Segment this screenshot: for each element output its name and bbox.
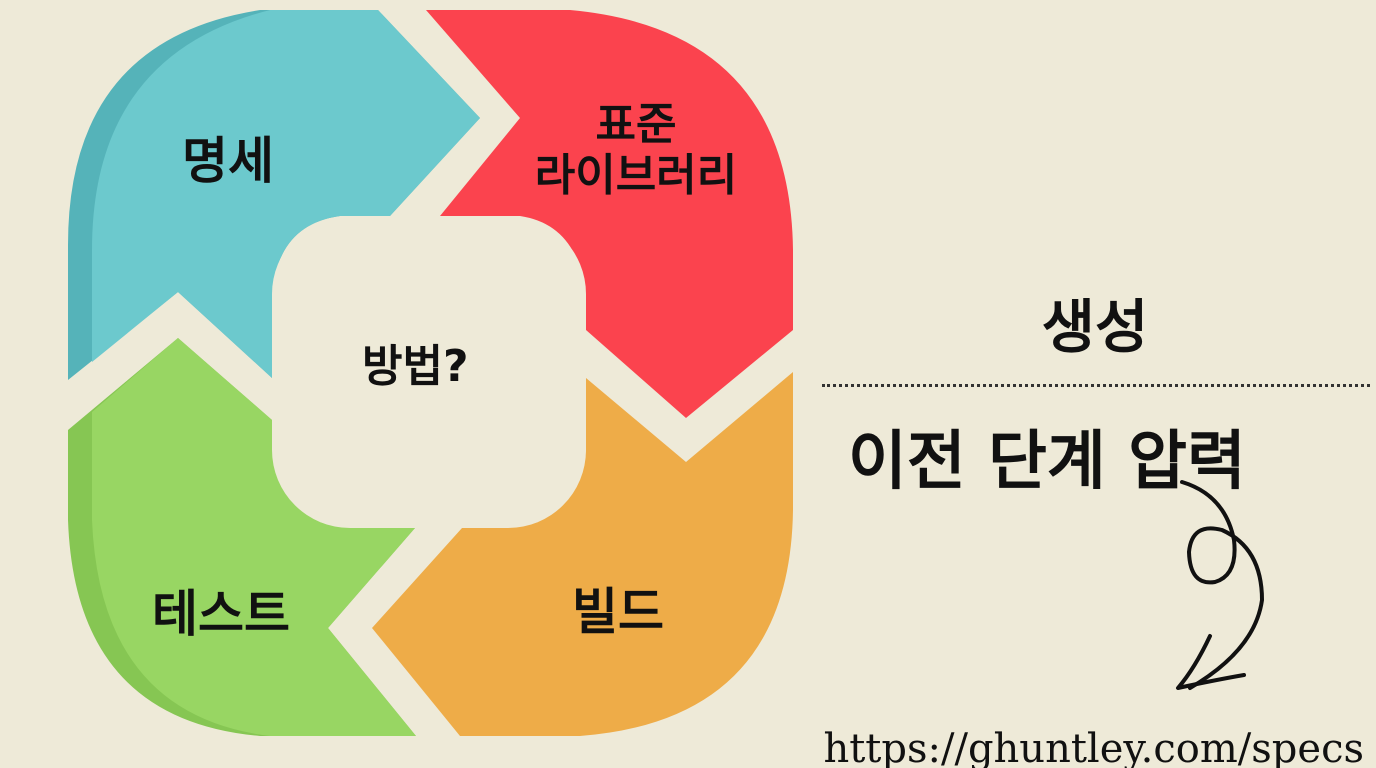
segment-test [68, 338, 416, 736]
source-url: https://ghuntley.com/specs [823, 726, 1364, 768]
dotted-divider [822, 384, 1370, 387]
segment-build [372, 372, 793, 736]
segment-stdlib-label: 표준 라이브러리 [500, 99, 772, 201]
side-title: 생성 [1041, 293, 1149, 361]
curly-arrow-icon [1176, 480, 1264, 690]
center-label: 방법? [362, 341, 469, 392]
center-hub [272, 216, 586, 528]
segment-spec-label: 명세 [182, 132, 274, 190]
segment-stdlib-body [426, 10, 793, 418]
segment-stdlib-label-line1: 표준 [595, 99, 677, 150]
segment-spec [68, 10, 480, 380]
segment-test-body [92, 338, 416, 736]
segment-test-label: 테스트 [152, 585, 290, 643]
segment-stdlib [426, 10, 793, 418]
segment-build-body [372, 372, 793, 736]
side-subtitle: 이전 단계 압력 [848, 425, 1246, 499]
segment-build-label: 빌드 [572, 583, 664, 641]
segment-spec-body [92, 10, 480, 378]
segment-stdlib-label-line2: 라이브러리 [534, 149, 738, 201]
